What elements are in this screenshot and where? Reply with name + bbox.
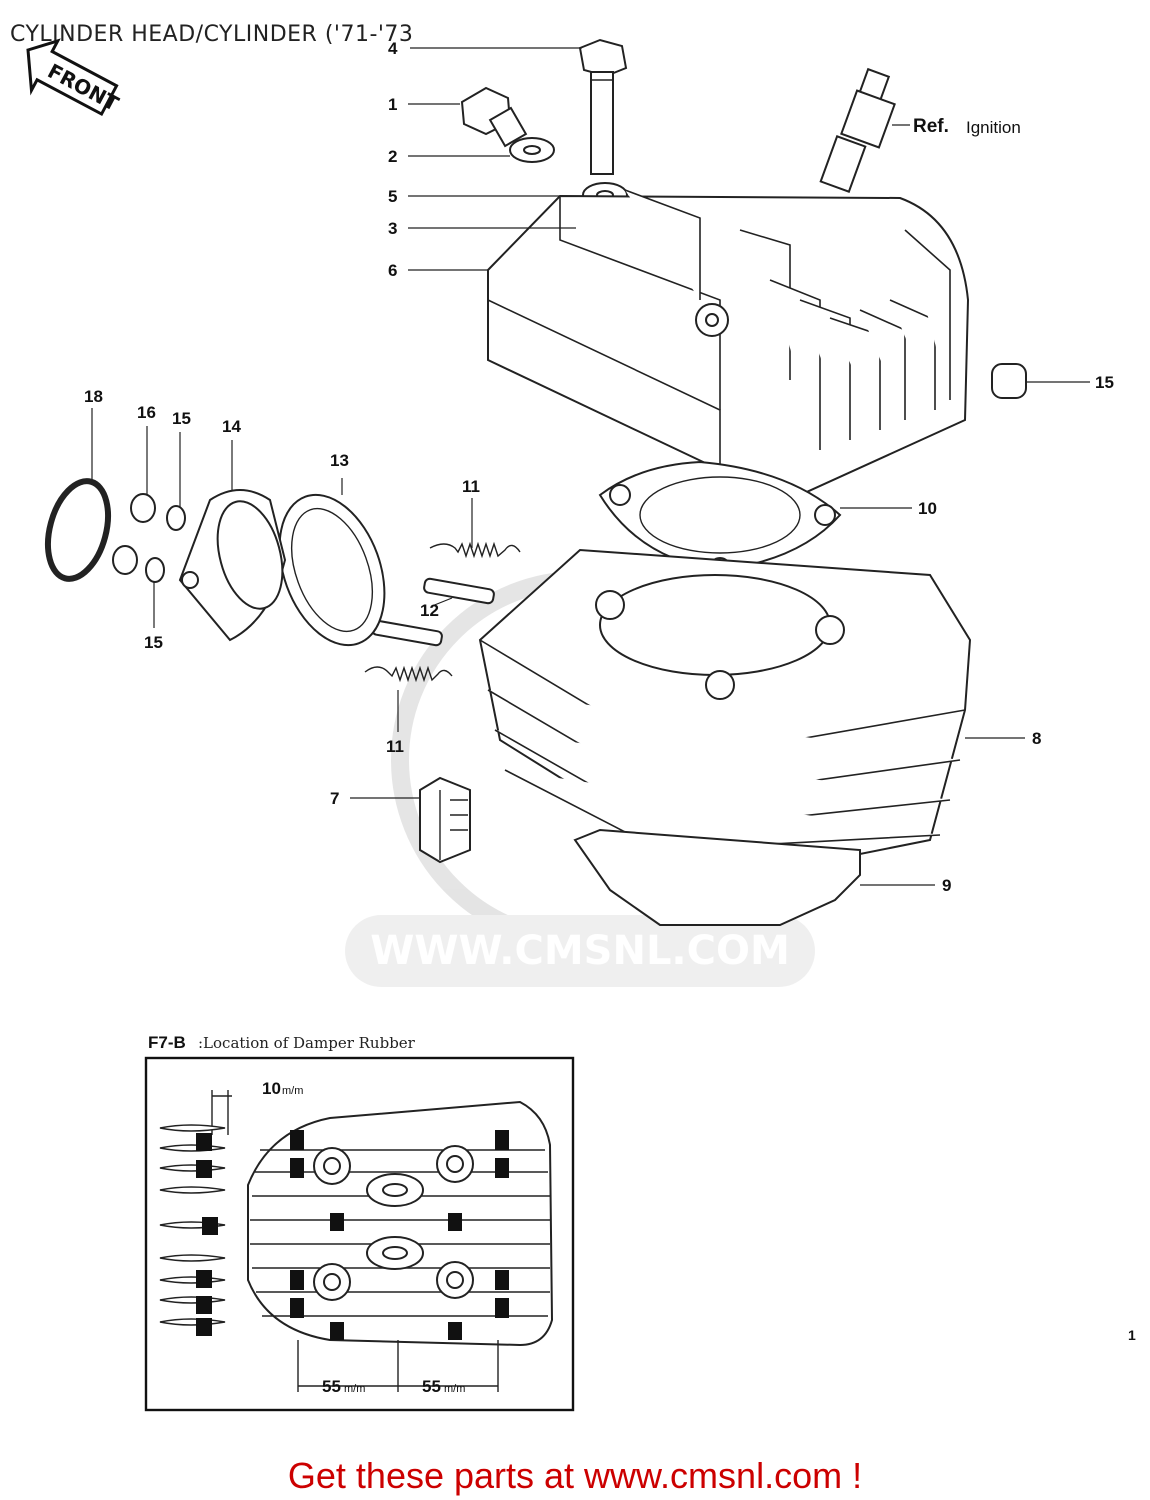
washer-icon [509, 137, 555, 163]
inset-heading: :Location of Damper Rubber [198, 1034, 416, 1052]
cylinder-head-icon [487, 189, 970, 497]
inset-dim-right-unit: m/m [444, 1383, 465, 1395]
callout-2: 2 [388, 147, 397, 166]
inset-dim-left: 55 [322, 1377, 341, 1396]
footer-link[interactable]: Get these parts at www.cmsnl.com ! [287, 1455, 863, 1496]
callout-6: 6 [388, 261, 397, 280]
inset-dim-top-unit: m/m [282, 1085, 303, 1097]
callout-11-bottom: 11 [386, 737, 404, 756]
callout-15-bottom: 15 [144, 633, 163, 652]
callout-12: 12 [420, 601, 439, 620]
damper-cap-icon [991, 363, 1027, 399]
nut-icon [112, 493, 156, 575]
inset-dim-right: 55 [422, 1377, 441, 1396]
callout-17: 15 [1095, 373, 1114, 392]
page-mark: 1 [1128, 1327, 1136, 1343]
watermark-text: WWW.CMSNL.COM [370, 928, 790, 974]
callout-18: 18 [84, 387, 103, 406]
callout-1: 1 [388, 95, 397, 114]
long-bolt-icon [578, 38, 628, 175]
damper-rubber-icon [419, 776, 471, 864]
damper-location-inset: F7-B :Location of Damper Rubber 10 m/m [144, 1033, 575, 1412]
callout-13: 13 [330, 451, 349, 470]
ref-prefix: Ref. [913, 116, 949, 137]
page-title: CYLINDER HEAD/CYLINDER ('71-'73 [10, 22, 414, 47]
inset-side-fins [159, 1124, 226, 1336]
spring-icon [429, 541, 521, 559]
callout-10: 10 [918, 499, 937, 518]
inset-damper-marks [290, 1130, 509, 1340]
short-bolt-icon [460, 86, 528, 148]
intake-manifold-icon [178, 489, 287, 642]
spring-lower-icon [364, 665, 453, 683]
base-gasket-icon [573, 828, 861, 926]
leader-lines [91, 47, 1090, 886]
callout-14: 14 [222, 417, 241, 436]
front-arrow-icon: FRONT [26, 38, 123, 117]
cylinder-block-icon [478, 548, 972, 862]
callout-5: 5 [388, 187, 397, 206]
callout-11-top: 11 [462, 477, 480, 496]
head-gasket-icon [598, 460, 842, 579]
spark-plug-icon [819, 67, 896, 193]
manifold-gasket-icon [278, 493, 386, 647]
callout-15-top: 15 [172, 409, 191, 428]
callout-7: 7 [330, 789, 339, 808]
inset-dim-left-unit: m/m [344, 1383, 365, 1395]
callout-3: 3 [388, 219, 397, 238]
callout-4: 4 [388, 39, 398, 58]
footer-banner: Get these parts at www.cmsnl.com ! [0, 1455, 1150, 1497]
callout-8: 8 [1032, 729, 1041, 748]
inset-dim-top: 10 [262, 1079, 281, 1098]
callout-16: 16 [137, 403, 156, 422]
callout-9: 9 [942, 876, 951, 895]
ref-text: Ignition [966, 118, 1021, 137]
o-ring-icon [45, 478, 111, 582]
inset-code: F7-B [148, 1033, 186, 1052]
lock-washer-icon [145, 505, 186, 583]
